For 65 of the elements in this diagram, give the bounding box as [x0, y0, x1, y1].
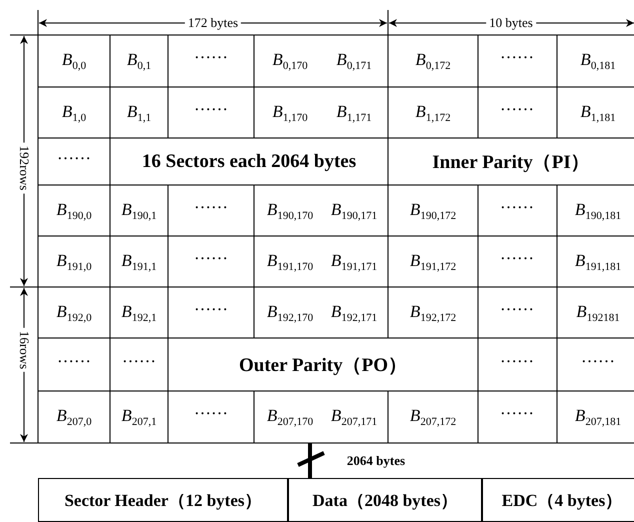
cell-label: B$_{190,0}$ [56, 199, 92, 222]
cell-label: B$_{0,0}$ [62, 50, 86, 72]
cell-label: B$_{207,171}$ [330, 406, 378, 428]
region-label: Inner Parity（PI） [432, 150, 590, 174]
field-box [482, 478, 634, 522]
cell-label: …… [500, 399, 534, 419]
cell-label: B$_{207,0}$ [56, 406, 92, 428]
cell-label: B$_{1,181}$ [580, 101, 616, 124]
cell-label: …… [500, 294, 534, 314]
cell-label: B$_{207,172}$ [410, 406, 456, 428]
cell-label: …… [581, 346, 615, 366]
field-label: Data（2048 bytes） [312, 490, 458, 512]
cell-label: …… [500, 346, 534, 366]
cell-label: …… [194, 244, 228, 264]
cell-label: B$_{207,1}$ [121, 406, 157, 428]
cell-label: B$_{191,170}$ [266, 250, 314, 273]
cell-label: …… [500, 94, 534, 114]
cell-label: B$_{1,0}$ [62, 101, 86, 124]
cell-label: B$_{0,1}$ [126, 50, 152, 72]
field-box [288, 478, 482, 522]
cell-label: …… [57, 144, 91, 164]
cell-label: B$_{192,0}$ [56, 301, 92, 324]
cell-label: B$_{191,171}$ [330, 250, 378, 273]
cell-label: …… [57, 346, 91, 366]
cell-label: …… [500, 192, 534, 212]
cell-label: B$_{0,172}$ [415, 50, 451, 72]
cell-label: …… [500, 43, 534, 63]
cell-label: …… [194, 294, 228, 314]
cell-label: B$_{192,170}$ [266, 301, 314, 324]
cell-label: …… [500, 244, 534, 264]
cell-label: B$_{1,171}$ [336, 101, 372, 124]
cell-label: …… [122, 346, 156, 366]
cell-label: …… [194, 94, 228, 114]
cell-label: B$_{190,1}$ [121, 199, 157, 222]
cell-label: B$_{192,171}$ [330, 301, 378, 324]
cell-label: B$_{190,172}$ [410, 199, 456, 222]
field-label: EDC（4 bytes） [502, 490, 622, 512]
cell-label: B$_{191,181}$ [574, 250, 622, 273]
cell-label: …… [194, 192, 228, 212]
cell-label: B$_{191,172}$ [410, 250, 456, 273]
cell-label: …… [194, 43, 228, 63]
dimension-label: 10 bytes [486, 15, 536, 31]
cell-label: B$_{1,170}$ [272, 101, 308, 124]
cell-label: B$_{192,1}$ [121, 301, 157, 324]
region-label: 16 Sectors each 2064 bytes [142, 150, 356, 172]
cell-label: B$_{191,0}$ [56, 250, 92, 273]
cell-label: B$_{207,170}$ [266, 406, 314, 428]
cell-label: …… [194, 399, 228, 419]
cell-label: B$_{207,181}$ [574, 406, 622, 428]
cell-label: B$_{1,1}$ [126, 101, 152, 124]
cell-label: B$_{0,171}$ [336, 50, 372, 72]
cell-label: B$_{0,170}$ [272, 50, 308, 72]
cell-label: B$_{190,170}$ [266, 199, 314, 222]
cell-label: B$_{190,171}$ [330, 199, 378, 222]
dimension-label: 172 bytes [184, 15, 242, 31]
cell-label: B$_{192181}$ [576, 301, 620, 324]
region-label: Outer Parity（PO） [239, 354, 407, 378]
cell-label: B$_{192,172}$ [410, 301, 456, 324]
bus-line [296, 441, 326, 480]
field-box [38, 478, 288, 522]
cell-label: B$_{1,172}$ [415, 101, 451, 124]
field-label: Sector Header（12 bytes） [64, 490, 262, 512]
cell-label: B$_{190,181}$ [574, 199, 622, 222]
cell-label: B$_{191,1}$ [121, 250, 157, 273]
cell-label: B$_{0,181}$ [580, 50, 616, 72]
